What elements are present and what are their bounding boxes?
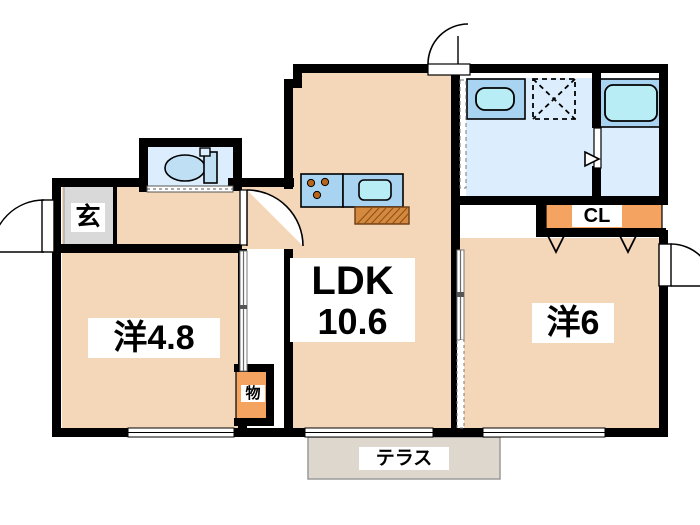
wall-bath-divider-lower — [592, 166, 601, 200]
toilet-bowl-icon — [164, 154, 206, 182]
label-terrace: テラス — [359, 447, 449, 470]
washbasin-icon — [475, 87, 515, 111]
washing-machine-icon — [532, 78, 576, 120]
wall-toilet-sw — [139, 186, 148, 192]
window-yoshitsu-south — [482, 427, 606, 438]
ldk-east-sliding-door[interactable] — [456, 249, 465, 429]
wall-east-lower — [659, 230, 668, 437]
gas-stove-icon — [300, 173, 344, 208]
toilet-room — [146, 146, 234, 192]
hall-to-ldk-door[interactable] — [239, 189, 304, 247]
wall-hall-south — [52, 244, 242, 253]
toilet-lid-icon — [199, 147, 211, 157]
wall-toilet-north — [139, 138, 242, 147]
wall-ldk-nw-step — [293, 64, 302, 86]
wall-toilet-east — [233, 138, 242, 191]
wall-bath-divider-upper — [592, 73, 601, 128]
ldk-washroom-sliding-door[interactable] — [459, 79, 467, 189]
swing-doors[interactable] — [0, 23, 700, 287]
washroom-fixtures — [466, 78, 576, 120]
ldk-north-door[interactable] — [427, 23, 471, 76]
wall-hall-north-right — [228, 178, 294, 187]
window-ldk-south — [304, 427, 434, 438]
wall-washitsu-east-lower — [238, 420, 247, 437]
wall-storage-north — [234, 364, 274, 372]
burner-icon — [306, 178, 316, 188]
bathroom-door[interactable] — [584, 127, 602, 169]
wall-wet-south — [460, 196, 668, 205]
kitchen-sink-icon — [358, 179, 392, 201]
ldk-west-sliding-door[interactable] — [239, 250, 248, 372]
wall-ldk-east-upper — [451, 64, 460, 234]
window-washitsu-south — [127, 427, 235, 438]
label-room-west: 洋4.8 — [88, 318, 220, 358]
wall-storage-south — [234, 418, 274, 426]
wall-ldk-east-lower — [451, 234, 460, 437]
windows — [127, 427, 606, 438]
label-ldk: LDK — [290, 258, 415, 304]
wall-ldk-west-lower — [284, 249, 293, 437]
closet-door-mark-icon — [547, 235, 565, 255]
bathtub-icon — [604, 84, 658, 122]
wall-storage-east — [266, 364, 274, 424]
sliding-doors[interactable] — [239, 79, 467, 429]
label-closet: CL — [572, 205, 622, 227]
yoshitsu-east-door[interactable] — [658, 243, 700, 287]
wall-ldk-west-upper — [284, 79, 293, 189]
label-room-east: 洋6 — [532, 303, 614, 343]
ldk-floor — [291, 72, 451, 432]
label-ldk-area: 10.6 — [290, 302, 415, 342]
closet-door-mark-icon — [619, 235, 637, 255]
wall-toilet-west — [139, 138, 148, 191]
entrance-door[interactable] — [0, 199, 55, 253]
kitchen-fixtures — [300, 173, 410, 225]
wall-genkan-edge — [113, 184, 117, 248]
counter-board-icon — [354, 206, 410, 225]
burner-icon — [312, 190, 322, 200]
wall-west-outer — [52, 178, 61, 437]
wall-north-main — [293, 64, 668, 73]
wall-hall-north-left — [52, 178, 142, 187]
bathroom-fixtures — [599, 78, 663, 128]
label-storage: 物 — [241, 385, 265, 402]
wall-east-upper — [659, 64, 668, 200]
wall-cl-south — [536, 228, 666, 237]
label-entrance: 玄 — [71, 203, 105, 232]
toilet-door[interactable] — [146, 185, 234, 193]
wall-cl-west — [536, 196, 546, 236]
burner-icon — [320, 177, 330, 187]
